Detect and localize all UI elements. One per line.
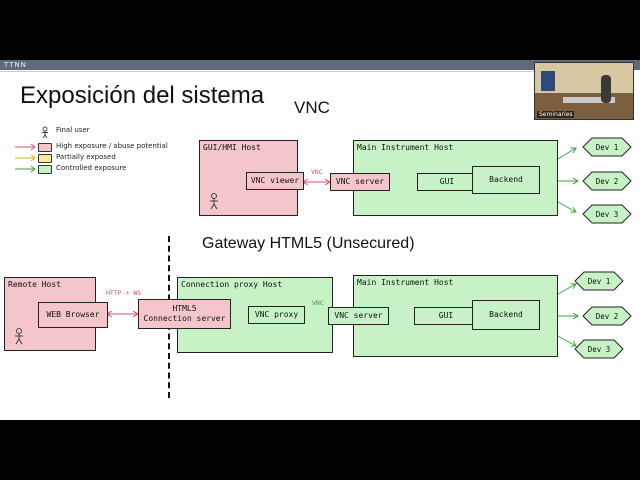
device-2-bottom-label: Dev 2 [582, 306, 632, 326]
device-1-bottom-label: Dev 1 [574, 271, 624, 291]
final-user-icon [208, 193, 220, 211]
http-ws-label: HTTP + WS [106, 289, 141, 297]
remote-host-label: Remote Host [8, 280, 61, 289]
gui-hmi-host-label: GUI/HMI Host [203, 143, 261, 152]
main-instrument-host-label: Main Instrument Host [357, 143, 453, 152]
vnc-link-label: VNC [311, 168, 323, 176]
gateway-main-instrument-host-label: Main Instrument Host [357, 278, 453, 287]
webcam-screen [541, 71, 555, 91]
vnc-viewer-box: VNC viewer [246, 172, 304, 190]
gateway-vnc-server-box: VNC server [328, 307, 389, 325]
webcam-caption: Seminaries [537, 111, 574, 118]
vnc-proxy-box: VNC proxy [248, 306, 305, 324]
html5-connection-server-box: HTML5 Connection server [138, 299, 231, 329]
connection-proxy-host-label: Connection proxy Host [181, 280, 282, 289]
vnc-server-box: VNC server [330, 173, 390, 191]
remote-user-icon [13, 328, 25, 346]
web-browser-box: WEB Browser [38, 302, 108, 328]
gateway-section-title: Gateway HTML5 (Unsecured) [202, 235, 415, 253]
gateway-vnc-link-label: VNC [312, 299, 324, 307]
webcam-thumbnail[interactable]: Seminaries [534, 62, 634, 120]
gateway-backend-box: Backend [472, 300, 540, 330]
gateway-gui-box: GUI [414, 307, 478, 325]
device-2-top-label: Dev 2 [582, 171, 632, 191]
device-3-top-label: Dev 3 [582, 204, 632, 224]
gui-box: GUI [417, 173, 477, 191]
device-1-top-label: Dev 1 [582, 137, 632, 157]
device-3-bottom-label: Dev 3 [574, 339, 624, 359]
backend-box: Backend [472, 166, 540, 194]
webcam-person [601, 75, 611, 103]
